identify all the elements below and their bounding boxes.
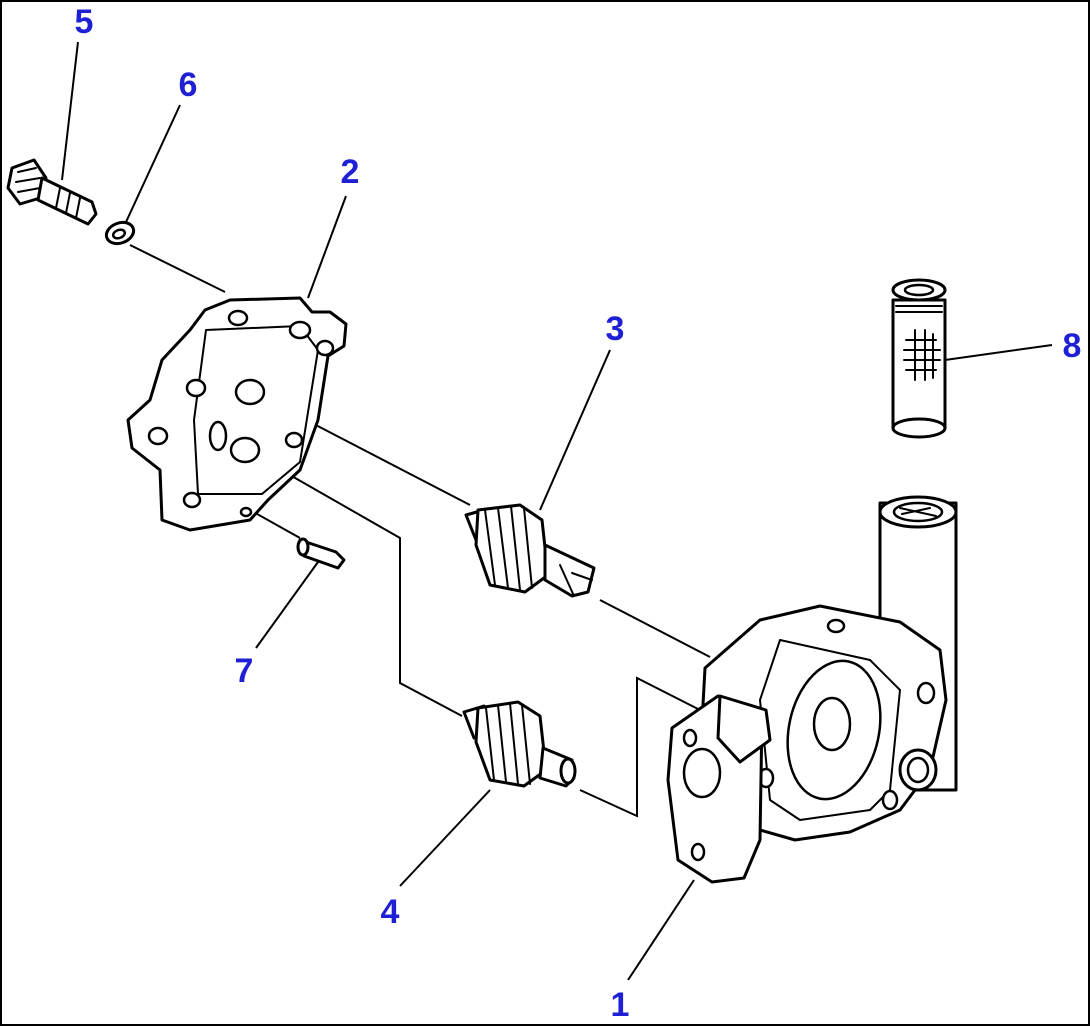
- leader-6: [125, 104, 181, 223]
- driven-gear: [462, 700, 577, 788]
- strainer: [891, 278, 947, 439]
- drive-gear: [464, 503, 596, 598]
- lower-shaft-line: [254, 454, 463, 717]
- leader-7: [255, 561, 319, 649]
- callout-1: 1: [611, 986, 630, 1024]
- callout-6: 6: [179, 66, 198, 104]
- leader-4: [399, 789, 491, 887]
- bolt: [6, 158, 98, 226]
- cover-plate: [126, 296, 348, 532]
- dowel-pin: [296, 537, 346, 570]
- callout-2: 2: [341, 153, 360, 191]
- leader-8: [944, 344, 1053, 361]
- dowel-line: [249, 509, 301, 539]
- callouts: 5 6 2 3 8 7 4 1: [75, 3, 1082, 1024]
- callout-4: 4: [381, 893, 400, 931]
- bolt-to-cover-line: [129, 244, 226, 293]
- leader-2: [307, 195, 347, 299]
- leader-1: [627, 879, 695, 981]
- leader-5: [61, 41, 79, 181]
- callout-8: 8: [1063, 327, 1082, 365]
- callout-3: 3: [606, 310, 625, 348]
- leader-lines: [61, 41, 1053, 981]
- washer: [104, 220, 136, 246]
- leader-3: [539, 349, 611, 511]
- callout-7: 7: [235, 652, 254, 690]
- callout-5: 5: [75, 3, 94, 41]
- gear-to-body-line: [599, 599, 711, 658]
- pump-body: [666, 495, 958, 884]
- lower-gear-to-body-line: [579, 676, 701, 818]
